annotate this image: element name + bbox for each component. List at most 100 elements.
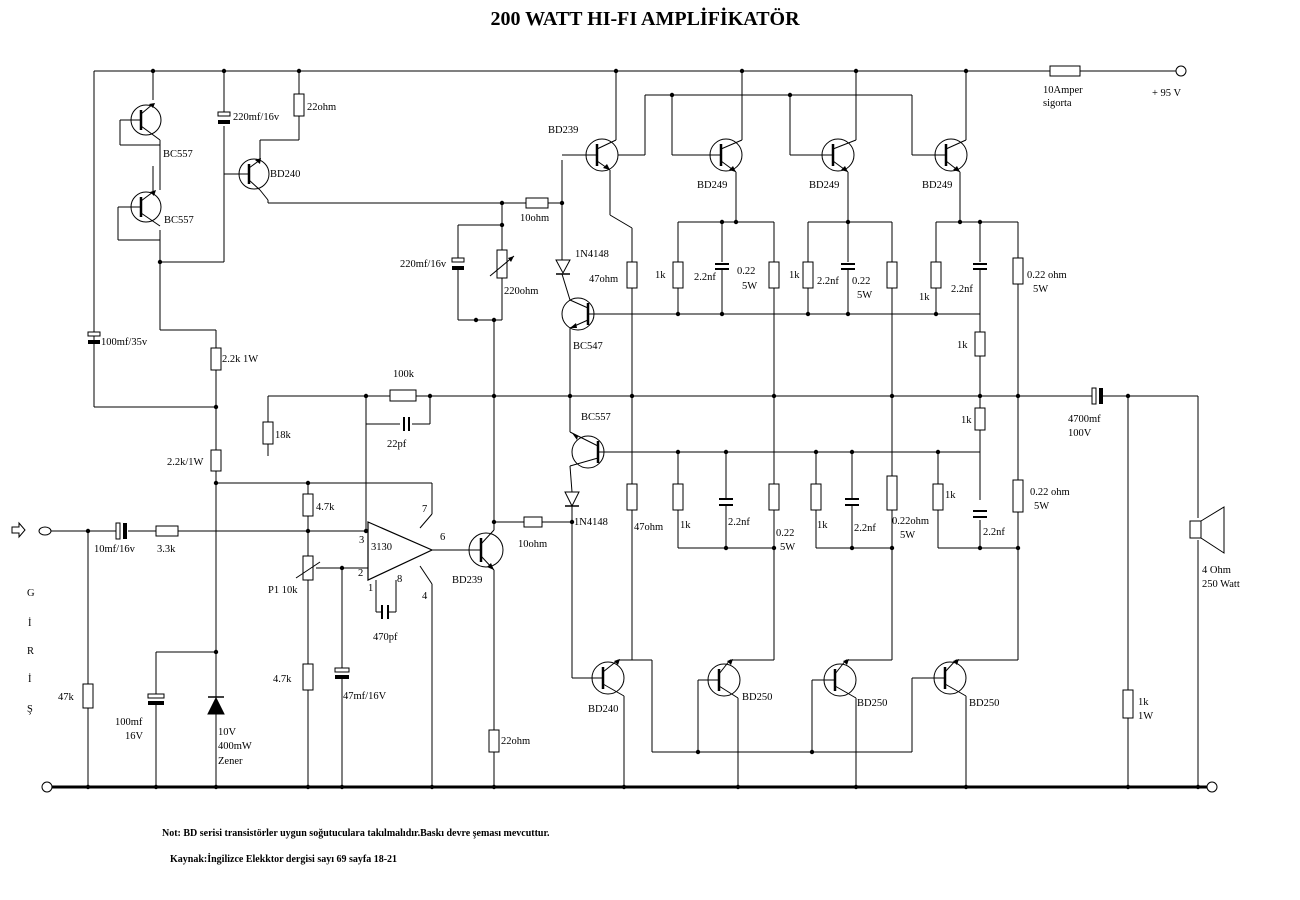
svg-text:BD249: BD249: [809, 180, 839, 191]
svg-text:5W: 5W: [1034, 501, 1049, 512]
svg-text:0.22: 0.22: [852, 276, 870, 287]
svg-text:4 Ohm: 4 Ohm: [1202, 565, 1231, 576]
svg-text:4: 4: [422, 591, 428, 602]
svg-text:5W: 5W: [742, 281, 757, 292]
svg-text:22pf: 22pf: [387, 439, 407, 450]
svg-text:BD240: BD240: [270, 169, 300, 180]
svg-text:1k: 1k: [961, 415, 972, 426]
svg-text:100V: 100V: [1068, 428, 1092, 439]
transistor-bd249-2: [820, 138, 857, 173]
input-label: G İ R İ Ş: [27, 588, 35, 715]
svg-text:1k: 1k: [789, 270, 800, 281]
svg-text:0.22 ohm: 0.22 ohm: [1027, 270, 1067, 281]
transistor-bd240-bot: [591, 659, 625, 697]
svg-text:7: 7: [422, 504, 427, 515]
svg-text:0.22: 0.22: [776, 528, 794, 539]
svg-text:3: 3: [359, 535, 364, 546]
transistor-bd239-vas: [468, 529, 504, 571]
svg-text:2.2nf: 2.2nf: [817, 276, 839, 287]
zener-diode: [207, 696, 225, 787]
diodes: [207, 259, 580, 787]
svg-text:100mf/35v: 100mf/35v: [101, 337, 148, 348]
svg-text:4700mf: 4700mf: [1068, 414, 1101, 425]
svg-text:Ş: Ş: [27, 704, 33, 715]
svg-text:220mf/16v: 220mf/16v: [233, 112, 280, 123]
svg-text:BD249: BD249: [697, 180, 727, 191]
transistors: [117, 103, 968, 699]
arrow-icon: [11, 521, 26, 539]
transistor-bc557-top1: [119, 103, 162, 146]
svg-text:3.3k: 3.3k: [157, 544, 176, 555]
svg-text:BD250: BD250: [742, 692, 772, 703]
svg-text:47ohm: 47ohm: [589, 274, 618, 285]
svg-text:1k: 1k: [655, 270, 666, 281]
svg-text:10mf/16v: 10mf/16v: [94, 544, 136, 555]
svg-text:1k: 1k: [1138, 697, 1149, 708]
svg-text:10ohm: 10ohm: [520, 213, 549, 224]
svg-text:18k: 18k: [275, 430, 292, 441]
transistor-bd249-1: [706, 138, 743, 173]
svg-text:5W: 5W: [780, 542, 795, 553]
wires: [50, 70, 1212, 789]
svg-text:5W: 5W: [1033, 284, 1048, 295]
opamp-3130: [366, 521, 434, 581]
svg-text:2: 2: [358, 568, 363, 579]
transistor-bc557-mid: [569, 431, 605, 469]
svg-text:2.2nf: 2.2nf: [728, 517, 750, 528]
svg-text:1k: 1k: [680, 520, 691, 531]
capacitors: [87, 111, 1103, 705]
svg-text:1N4148: 1N4148: [574, 517, 608, 528]
svg-text:BD240: BD240: [588, 704, 618, 715]
svg-text:2.2nf: 2.2nf: [983, 527, 1005, 538]
svg-text:100mf: 100mf: [115, 717, 143, 728]
svg-text:sigorta: sigorta: [1043, 98, 1072, 109]
diode-1n4148-bot: [564, 491, 580, 508]
svg-text:10ohm: 10ohm: [518, 539, 547, 550]
svg-text:BD239: BD239: [452, 575, 482, 586]
svg-text:0.22: 0.22: [737, 266, 755, 277]
svg-text:47k: 47k: [58, 692, 75, 703]
svg-text:10Amper: 10Amper: [1043, 85, 1083, 96]
svg-text:4.7k: 4.7k: [273, 674, 292, 685]
svg-text:220ohm: 220ohm: [504, 286, 538, 297]
svg-text:0.22ohm: 0.22ohm: [892, 516, 929, 527]
junction-dots: [85, 68, 1201, 790]
speaker-icon: [1189, 506, 1225, 554]
svg-text:0.22 ohm: 0.22 ohm: [1030, 487, 1070, 498]
svg-text:BD239: BD239: [548, 125, 578, 136]
terminal-input: [38, 526, 52, 536]
fuse: [1049, 65, 1081, 77]
note-heatsink: Not: BD serisi transistörler uygun soğut…: [162, 828, 550, 839]
svg-text:8: 8: [397, 574, 402, 585]
svg-text:2.2k 1W: 2.2k 1W: [222, 354, 258, 365]
svg-text:BC557: BC557: [163, 149, 193, 160]
svg-text:2.2nf: 2.2nf: [694, 272, 716, 283]
svg-text:1k: 1k: [919, 292, 930, 303]
transistor-bd250-1: [707, 659, 741, 699]
resistors: [82, 93, 1134, 753]
svg-text:R: R: [27, 646, 34, 657]
component-labels: 10Amper sigorta + 95 V BC557 BC557 220mf…: [58, 85, 1240, 767]
terminal-ground-right: [1206, 781, 1218, 793]
svg-text:2.2nf: 2.2nf: [854, 523, 876, 534]
transistor-bd240-top: [224, 158, 270, 191]
svg-text:400mW: 400mW: [218, 741, 252, 752]
svg-text:100k: 100k: [393, 369, 415, 380]
svg-text:16V: 16V: [125, 731, 144, 742]
svg-text:BC557: BC557: [581, 412, 611, 423]
svg-text:22ohm: 22ohm: [307, 102, 336, 113]
svg-text:BD249: BD249: [922, 180, 952, 191]
svg-text:İ: İ: [28, 673, 32, 685]
transistor-bc547: [561, 297, 595, 331]
svg-text:BC557: BC557: [164, 215, 194, 226]
transistor-bd249-3: [934, 138, 968, 173]
svg-text:1k: 1k: [817, 520, 828, 531]
svg-text:+ 95 V: + 95 V: [1152, 88, 1181, 99]
svg-text:220mf/16v: 220mf/16v: [400, 259, 447, 270]
svg-text:2.2nf: 2.2nf: [951, 284, 973, 295]
transistor-bd250-2: [823, 659, 857, 699]
svg-text:6: 6: [440, 532, 445, 543]
svg-text:10V: 10V: [218, 727, 237, 738]
svg-text:3130: 3130: [371, 542, 392, 553]
